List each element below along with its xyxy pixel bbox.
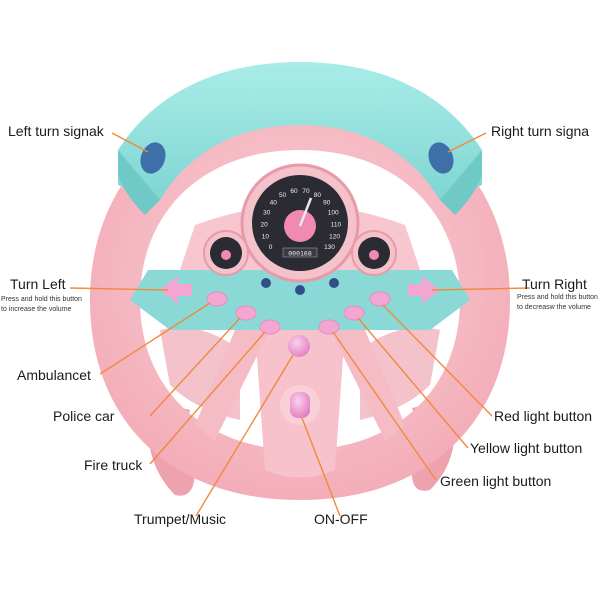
- label-yellow-light-button: Yellow light button: [470, 440, 583, 456]
- indicator-light: [295, 285, 305, 295]
- label-right-turn-signal: Right turn signa: [491, 123, 590, 139]
- label-turn-right-note-1: Press and hold this button: [517, 294, 598, 301]
- on-off-switch[interactable]: [290, 392, 310, 418]
- speed-tick-label: 60: [290, 188, 298, 195]
- trumpet-music-button[interactable]: [288, 335, 310, 357]
- speed-tick-label: 40: [270, 199, 278, 206]
- indicator-light: [329, 278, 339, 288]
- left-gauge-hub: [221, 250, 231, 260]
- speed-tick-label: 70: [302, 188, 310, 195]
- speed-tick-label: 10: [262, 233, 270, 240]
- leader-line: [149, 331, 266, 465]
- green-light-button[interactable]: [318, 319, 340, 335]
- yellow-light-button[interactable]: [343, 305, 365, 321]
- red-light-button[interactable]: [369, 291, 391, 307]
- label-fire-truck: Fire truck: [84, 457, 143, 473]
- police-car-button[interactable]: [235, 305, 257, 321]
- label-police-car: Police car: [53, 408, 115, 424]
- speed-tick-label: 20: [260, 221, 268, 228]
- speed-tick-label: 30: [263, 210, 271, 217]
- leader-lines: [69, 132, 531, 517]
- left-turn-signal-light[interactable]: [136, 139, 169, 177]
- label-green-light-button: Green light button: [440, 473, 552, 489]
- speed-tick-label: 110: [331, 221, 342, 228]
- ambulance-button[interactable]: [206, 291, 228, 307]
- leader-line: [149, 317, 241, 417]
- leader-line: [357, 317, 469, 449]
- label-turn-left-note-1: Press and hold this button: [1, 296, 82, 303]
- right-turn-signal-light[interactable]: [424, 139, 457, 177]
- speed-tick-label: 120: [329, 233, 340, 240]
- leader-line: [111, 132, 149, 153]
- teal-rim-right-grip: [440, 150, 482, 215]
- speed-tick-label: 100: [328, 210, 339, 217]
- teal-top-rim: [118, 62, 482, 200]
- right-gauge-hub: [369, 250, 379, 260]
- label-red-light-button: Red light button: [494, 408, 593, 424]
- speed-tick-label: 0: [269, 244, 273, 251]
- dashboard-panel: [130, 270, 470, 330]
- label-left-turn-signal: Left turn signak: [8, 123, 104, 139]
- speed-tick-label: 50: [279, 192, 287, 199]
- teal-rim-left-grip: [118, 150, 160, 215]
- leader-line: [382, 304, 493, 417]
- fire-truck-button[interactable]: [259, 319, 281, 335]
- speed-tick-label: 130: [324, 244, 335, 251]
- leader-line: [99, 302, 211, 375]
- label-turn-right: Turn Right: [522, 276, 587, 292]
- right-spoke: [330, 330, 405, 440]
- leader-line: [69, 287, 169, 291]
- leader-line: [195, 354, 294, 517]
- turn-left-button[interactable]: [160, 276, 192, 304]
- label-turn-right-note-2: to decreasw the volume: [517, 304, 591, 311]
- speedometer-needle: [298, 197, 313, 227]
- odometer-box: [282, 247, 318, 258]
- leader-line: [301, 417, 341, 517]
- label-on-off: ON-OFF: [314, 511, 368, 527]
- speed-tick-label: 90: [323, 199, 331, 206]
- label-turn-left-note-2: to increase the volume: [1, 306, 72, 313]
- leader-line: [431, 287, 531, 291]
- turn-right-button[interactable]: [408, 276, 440, 304]
- label-trumpet-music: Trumpet/Music: [134, 511, 227, 527]
- odometer-value: 000168: [288, 250, 312, 258]
- leader-line: [332, 331, 437, 481]
- label-turn-left: Turn Left: [10, 276, 66, 292]
- leader-line: [447, 132, 487, 153]
- label-ambulance: Ambulancet: [17, 367, 91, 383]
- left-spoke: [195, 330, 270, 440]
- speed-tick-label: 80: [314, 192, 322, 199]
- indicator-light: [261, 278, 271, 288]
